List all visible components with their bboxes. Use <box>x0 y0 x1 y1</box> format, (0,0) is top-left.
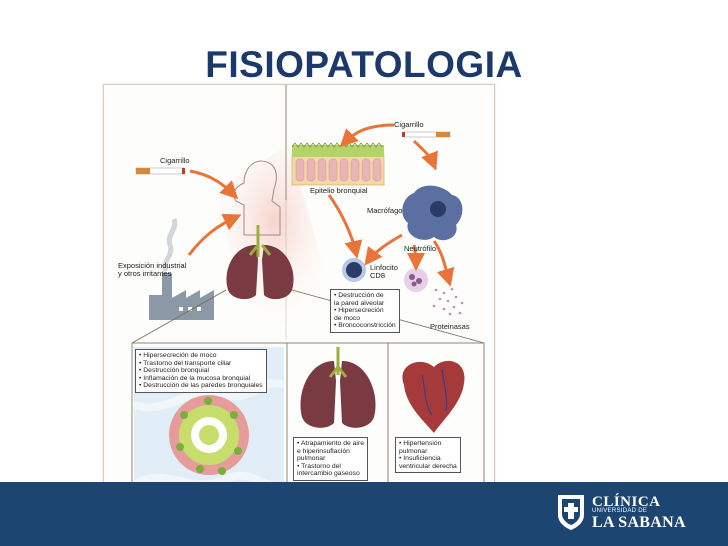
slide-title: FISIOPATOLOGIA <box>205 44 523 85</box>
logo-line-3: LA SABANA <box>592 514 686 531</box>
macrophage-label: Macrófago <box>367 206 403 215</box>
heart-icon <box>402 360 465 433</box>
cigarette-right-icon <box>402 131 451 138</box>
clinic-logo: CLÍNICA UNIVERSIDAD DE LA SABANA <box>556 493 696 533</box>
exposure-label-1: Exposición industrial <box>118 261 187 270</box>
heart-effects-box: • Hipertensión pulmonar • Insuficiencia … <box>395 437 461 474</box>
bronchial-epithelium-icon <box>291 142 385 186</box>
cigarette-left-label: Cigarrillo <box>160 156 190 165</box>
bronchial-effects-box: • Hipersecreción de moco • Trastorno del… <box>135 349 267 393</box>
logo-line-2: UNIVERSIDAD DE <box>592 508 648 514</box>
cigarette-right-label: Cigarrillo <box>394 120 424 129</box>
logo-line-1: CLÍNICA <box>592 494 661 510</box>
lymphocyte-cd8-icon <box>342 258 366 282</box>
lungs-lower-icon <box>300 347 376 428</box>
flow-arrows <box>187 123 455 287</box>
alveolar-effects-box: • Destrucción de la pared alveolar • Hip… <box>330 289 400 333</box>
epithelium-label: Epitelio bronquial <box>310 186 368 195</box>
factory-icon <box>149 218 214 320</box>
proteinases-dots <box>432 287 464 316</box>
lung-effects-box: • Atrapamiento de aire e hiperinsuflació… <box>293 437 368 481</box>
lymphocyte-label: Linfocito <box>370 263 398 272</box>
neutrophil-icon <box>404 268 428 292</box>
exposure-label-2: y otros irritantes <box>118 269 172 278</box>
cigarette-left-icon <box>135 167 185 175</box>
shield-icon <box>558 495 584 530</box>
pathophysiology-figure: Cigarrillo Cigarrillo Epitelio bronquial… <box>103 84 495 541</box>
cd8-label: CD8 <box>370 271 386 280</box>
lungs-upper-icon <box>226 225 294 300</box>
neutrophil-label: Neutrófilo <box>404 244 437 253</box>
proteinases-label: Proteinasas <box>430 322 470 331</box>
footer-bar <box>0 482 728 546</box>
